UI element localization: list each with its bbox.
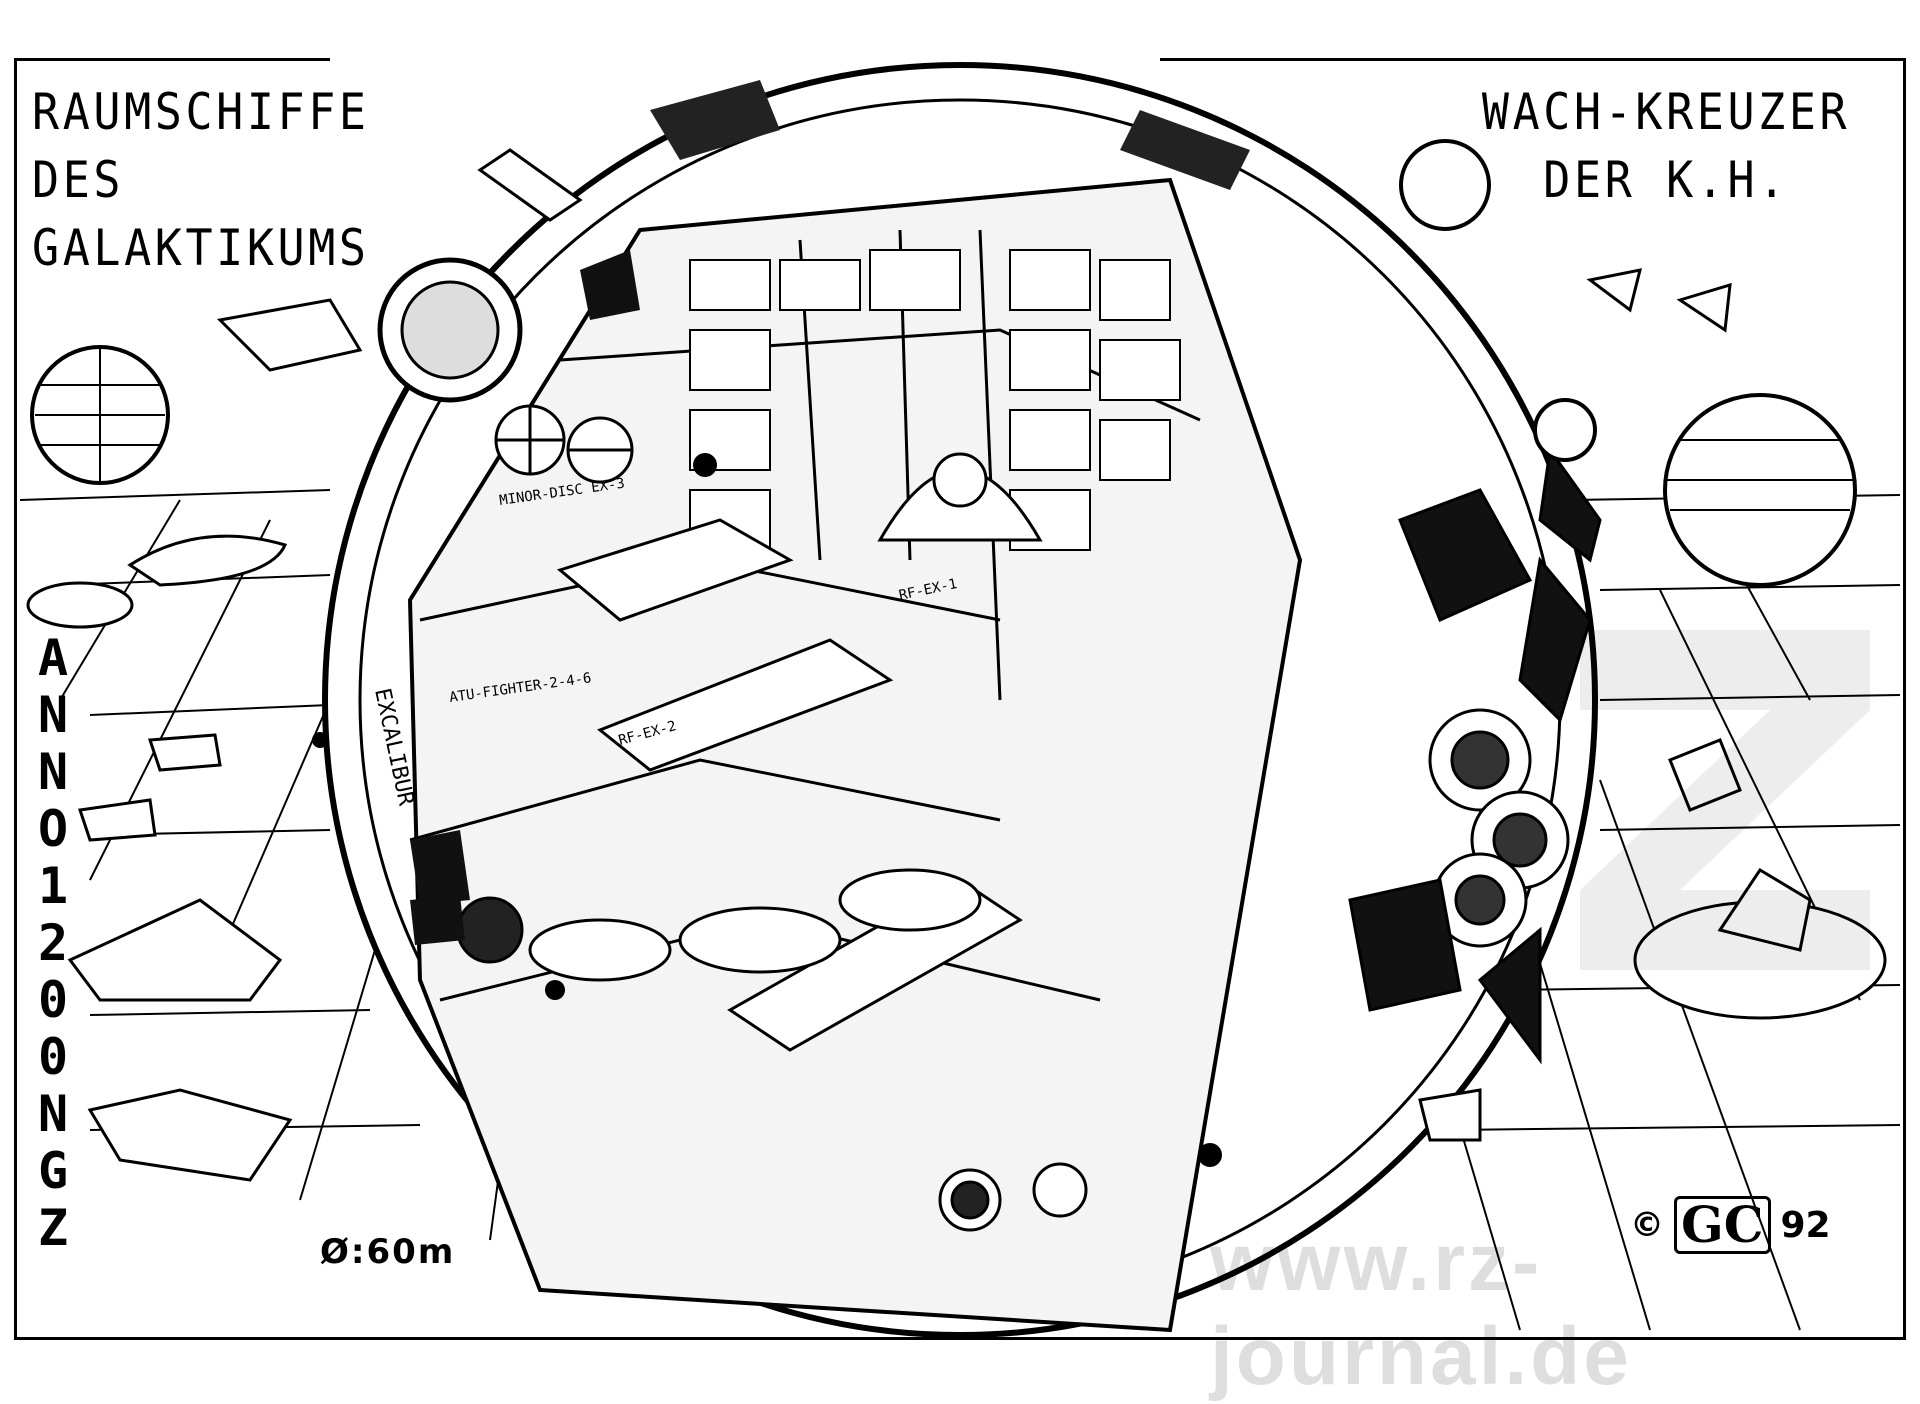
title-left-line1: RAUMSCHIFFE — [32, 83, 370, 141]
year-vertical-text: A N N O 1 2 0 0 N G Z — [18, 630, 88, 1257]
small-sphere-top-right — [1399, 139, 1491, 231]
title-right: WACH-KREUZER DER K.H. — [1482, 78, 1850, 214]
artist-monogram: GC — [1674, 1196, 1771, 1254]
year-char: 2 — [37, 914, 69, 972]
year-char: 1 — [37, 857, 69, 915]
title-left-line2: DES — [32, 151, 125, 209]
capsule-ship-left — [127, 534, 288, 587]
title-left: RAUMSCHIFFE DES GALAKTIKUMS — [32, 78, 370, 282]
small-orb-right — [1533, 398, 1597, 462]
saucer-left — [26, 581, 134, 629]
spaceship-illustration: MINOR-DISC EX-3 ATU-FIGHTER-2-4-6 RF-EX-… — [19, 62, 1901, 1338]
year-char: N — [37, 743, 69, 801]
artist-signature: © GC 92 — [1630, 1196, 1831, 1254]
fighter-left — [67, 898, 283, 1002]
title-left-line3: GALAKTIKUMS — [32, 219, 370, 277]
year-char: 0 — [37, 1028, 69, 1086]
small-ship-top-left — [216, 298, 363, 372]
sphere-right — [1663, 393, 1857, 587]
year-char: N — [37, 1085, 69, 1143]
signature-year: 92 — [1780, 1204, 1831, 1246]
year-char: A — [37, 629, 69, 687]
title-right-line2: DER K.H. — [1543, 151, 1789, 209]
diameter-label: Ø:60m — [320, 1232, 456, 1272]
battle-sphere — [312, 62, 1602, 1338]
title-right-line1: WACH-KREUZER — [1481, 83, 1850, 141]
year-char: N — [37, 686, 69, 744]
copyright-symbol: © — [1630, 1205, 1664, 1245]
year-char: 0 — [37, 971, 69, 1029]
year-char: O — [37, 800, 69, 858]
year-char: G — [37, 1142, 69, 1200]
fighter-bottom-left — [87, 1088, 293, 1182]
watermark-logo — [1580, 630, 1870, 970]
year-char: Z — [37, 1199, 69, 1257]
